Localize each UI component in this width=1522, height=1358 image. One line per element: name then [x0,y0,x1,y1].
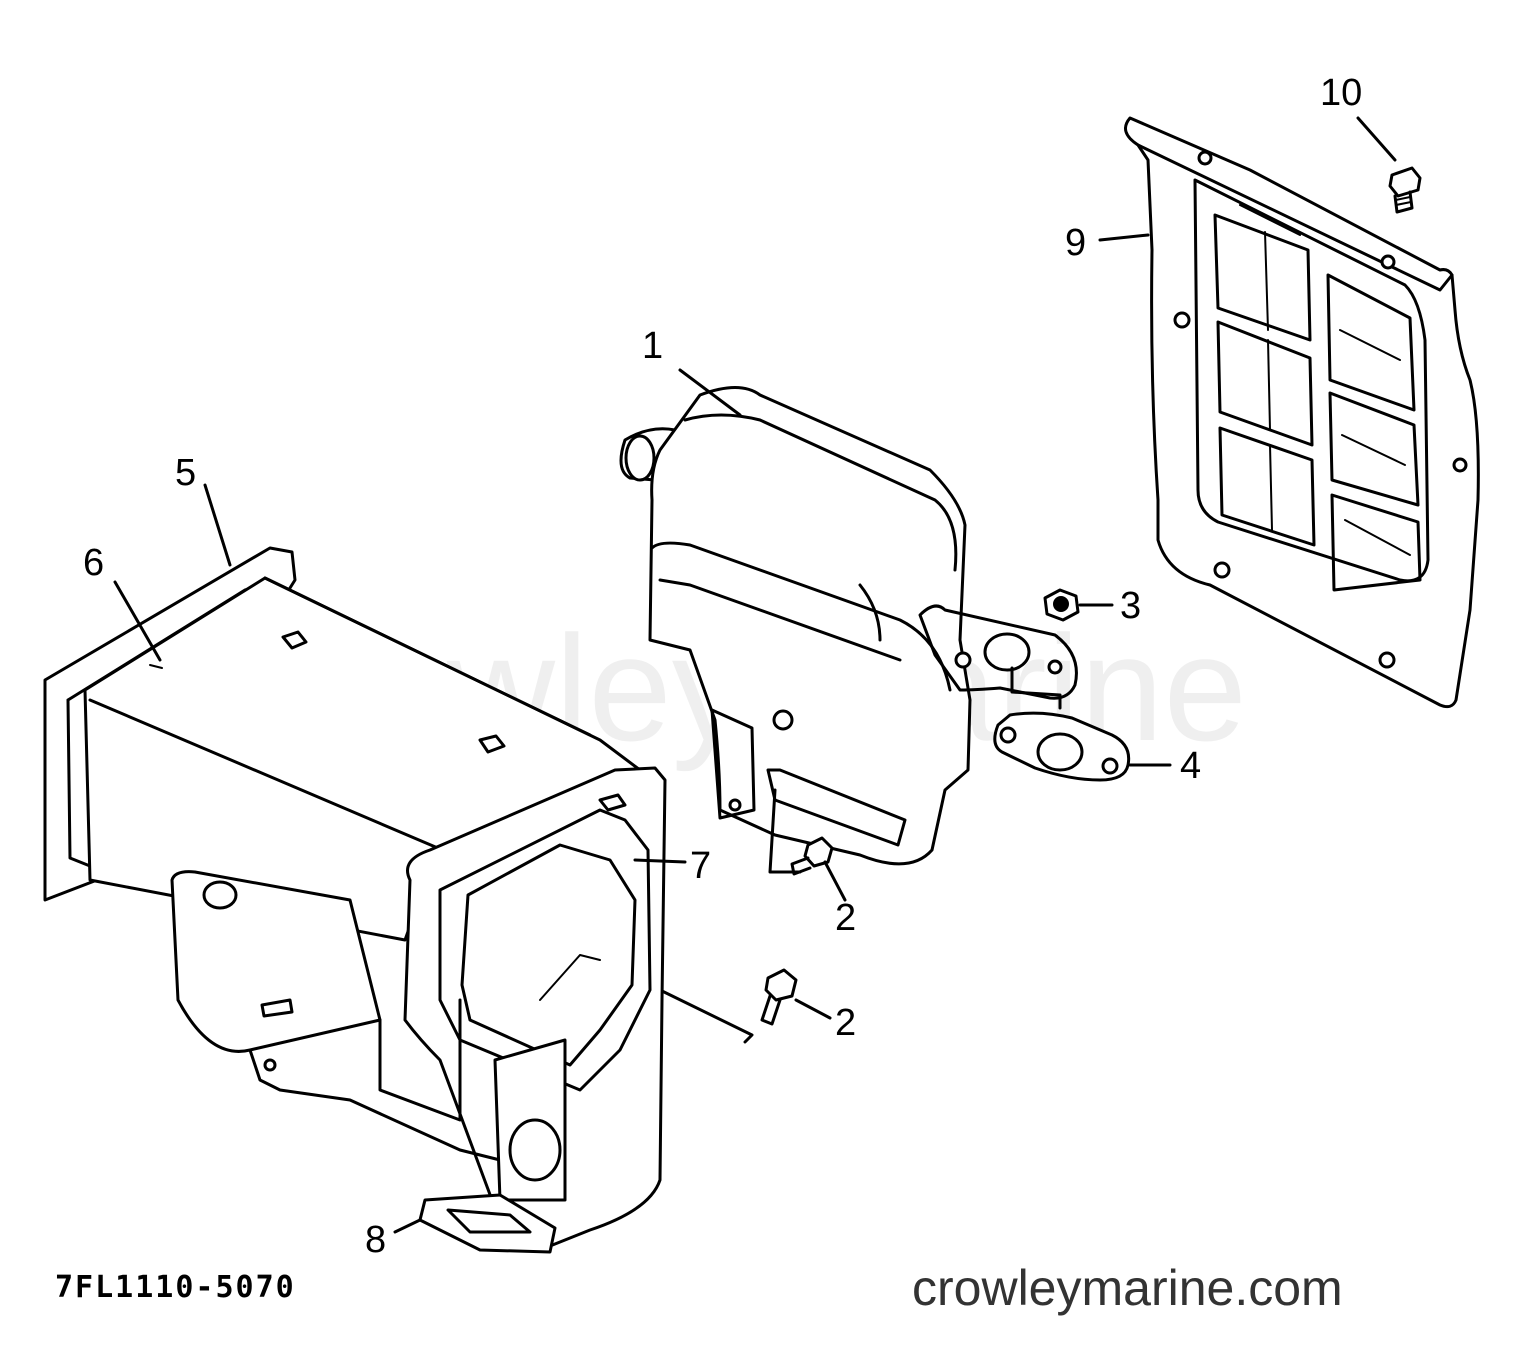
callout-9: 9 [1065,222,1086,264]
part-2-bolt-upper [790,836,847,902]
part-9-cover-plate [1124,116,1480,709]
callout-7: 7 [690,845,711,887]
part-8-gasket-plate [393,1193,557,1254]
part-10-bolt [1388,166,1422,214]
part-number: 7FL1110-5070 [55,1270,296,1305]
callout-2-upper: 2 [835,897,856,939]
part-2-bolt-lower [658,968,832,1044]
callout-10: 10 [1320,72,1362,114]
part-1-muffler [619,368,1078,874]
part-3-nut [1043,588,1114,622]
callout-2-lower: 2 [835,1002,856,1044]
callout-5: 5 [175,452,196,494]
website-url: crowleymarine.com [912,1260,1343,1316]
callout-labels: 1 2 2 3 4 5 6 7 8 9 10 [83,72,1397,1261]
callout-3: 3 [1120,585,1141,627]
part-5-housing [43,483,667,1252]
callout-6: 6 [83,542,104,584]
callout-1: 1 [642,325,663,367]
part-7-marker [633,858,687,864]
part-6-marker [113,580,163,669]
part-4-gasket [993,711,1172,782]
callout-8: 8 [365,1219,386,1261]
callout-4: 4 [1180,745,1201,787]
